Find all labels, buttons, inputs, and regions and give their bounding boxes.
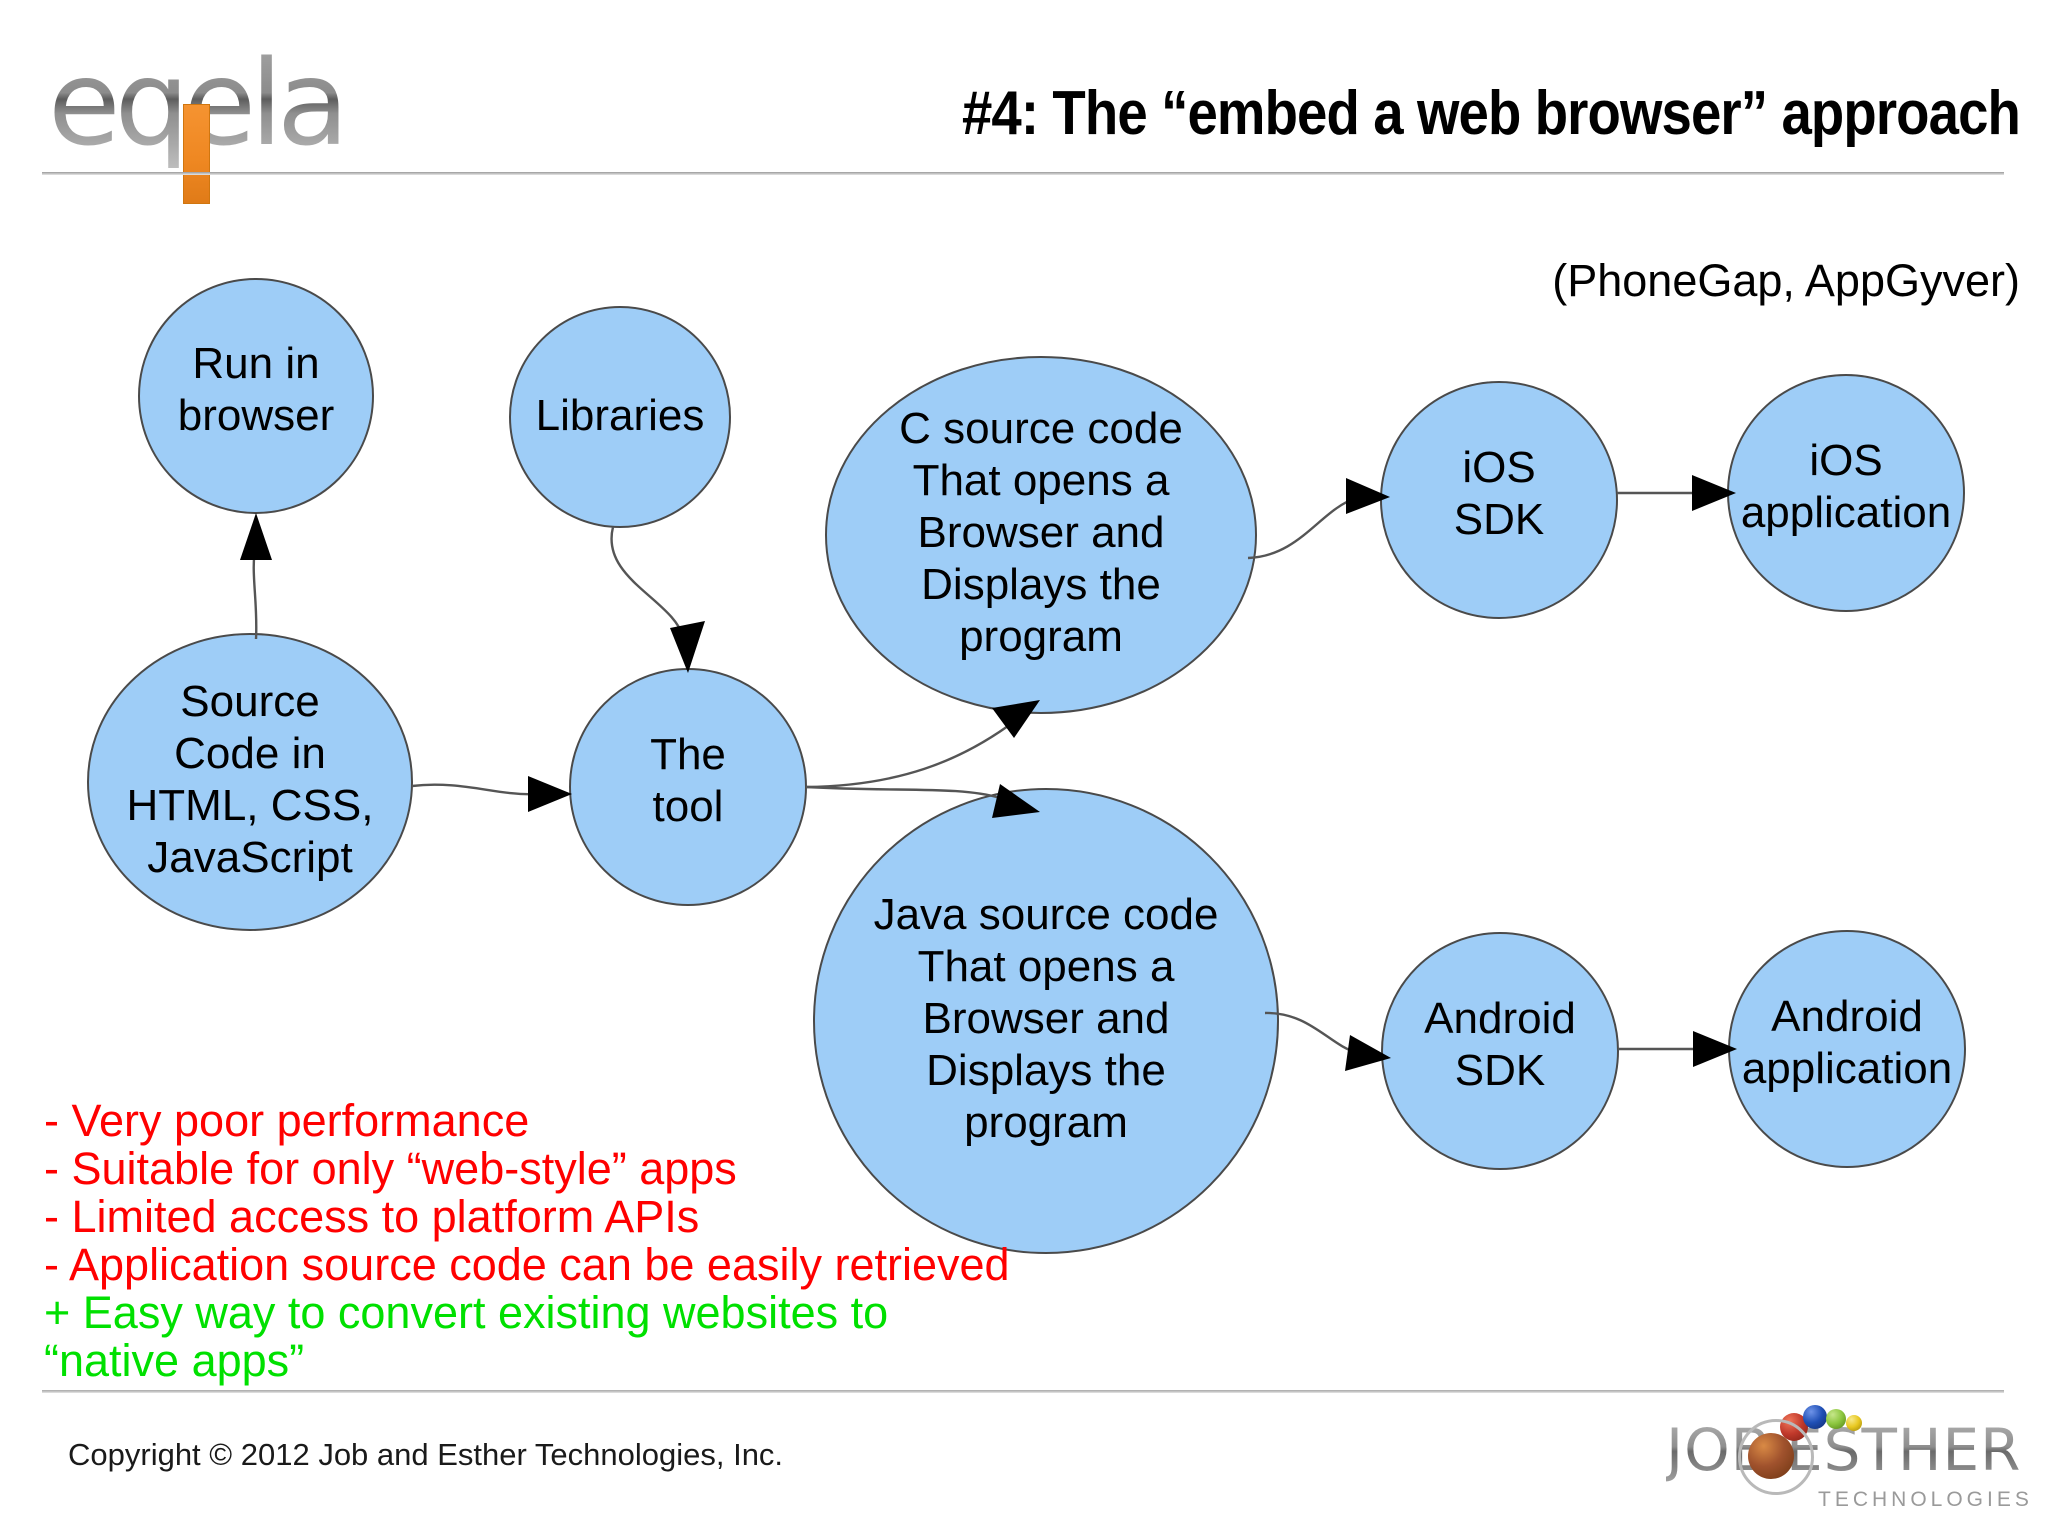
- node-c-source-code: [825, 356, 1257, 714]
- node-label-android-sdk: Android SDK: [1424, 994, 1576, 1095]
- node-label-source-code: Source Code in HTML, CSS, JavaScript: [126, 677, 374, 882]
- list-item: - Limited access to platform APIs: [44, 1191, 700, 1242]
- list-item: - Very poor performance: [44, 1095, 530, 1146]
- node-run-in-browser: [138, 278, 374, 514]
- eqela-logo-accent-bar: [183, 104, 210, 204]
- node-label-the-tool: The tool: [650, 730, 726, 831]
- node-android-sdk: [1381, 932, 1619, 1170]
- jet-logo-sphere-green: [1826, 1409, 1846, 1429]
- slide-header: eqela #4: The “embed a web browser” appr…: [0, 0, 2048, 230]
- node-ios-sdk: [1380, 381, 1618, 619]
- footer-divider: [42, 1390, 2004, 1393]
- edge-source-code-to-run-in-browser: [240, 513, 272, 640]
- jet-logo-tagline: TECHNOLOGIES: [1818, 1488, 2033, 1511]
- subtitle-note: (PhoneGap, AppGyver): [1552, 255, 2020, 306]
- jet-logo-ring: [1738, 1419, 1814, 1495]
- job-esther-technologies-logo: JOB ESTHER TECHNOLOGIES: [1666, 1405, 2029, 1525]
- list-item: - Application source code can be easily …: [44, 1239, 1010, 1290]
- node-label-ios-application: iOS application: [1740, 436, 1952, 537]
- node-label-c-source-code: C source code That opens a Browser and D…: [899, 404, 1183, 661]
- jet-logo-sphere-blue: [1803, 1405, 1827, 1429]
- list-item: - Suitable for only “web-style” apps: [44, 1143, 737, 1194]
- node-android-application: [1728, 930, 1966, 1168]
- jet-logo-word-right: ESTHER: [1786, 1416, 2022, 1484]
- header-divider: [42, 172, 2004, 175]
- node-ios-application: [1727, 374, 1965, 612]
- node-label-android-application: Android application: [1741, 992, 1953, 1093]
- eqela-logo: eqela: [48, 38, 448, 204]
- pros-cons-list: - Very poor performance - Suitable for o…: [44, 1097, 1044, 1385]
- edge-c-source-code-to-ios-sdk: [1247, 478, 1390, 560]
- edge-ios-sdk-to-ios-application: [1617, 475, 1736, 511]
- edge-the-tool-to-java-source-code: [805, 784, 1040, 818]
- node-label-ios-sdk: iOS SDK: [1453, 443, 1545, 544]
- list-item: “native apps”: [44, 1335, 305, 1386]
- node-label-run-in-browser: Run in browser: [177, 339, 335, 440]
- edge-android-sdk-to-android-application: [1618, 1031, 1737, 1067]
- edge-java-source-code-to-android-sdk: [1264, 1011, 1391, 1071]
- jet-logo-sphere-yellow: [1846, 1415, 1862, 1431]
- copyright-text: Copyright © 2012 Job and Esther Technolo…: [68, 1437, 784, 1472]
- edge-the-tool-to-c-source-code: [805, 700, 1040, 789]
- node-source-code: [87, 633, 413, 931]
- page-title: #4: The “embed a web browser” approach: [961, 79, 2021, 148]
- edge-source-code-to-the-tool: [411, 776, 572, 812]
- edge-libraries-to-the-tool: [610, 526, 705, 673]
- node-label-libraries: Libraries: [535, 391, 705, 440]
- node-libraries: [509, 306, 731, 528]
- list-item: + Easy way to convert existing websites …: [44, 1287, 889, 1338]
- node-the-tool: [569, 668, 807, 906]
